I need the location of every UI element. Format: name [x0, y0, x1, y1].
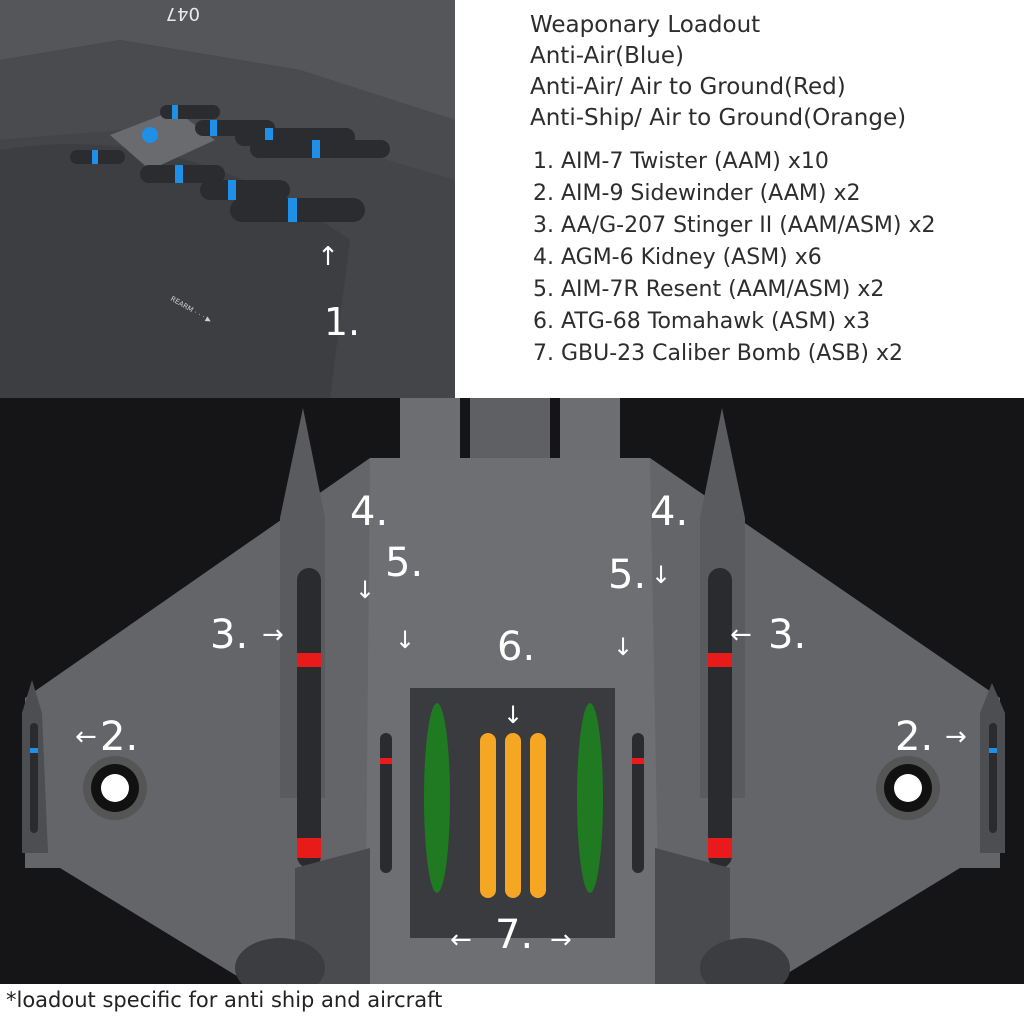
missile-stinger-right	[708, 568, 732, 868]
weapon-item: 7. GBU-23 Caliber Bomb (ASB) x2	[533, 341, 903, 366]
callout-3-right: 3.	[768, 612, 806, 658]
weapon-item: 1. AIM-7 Twister (AAM) x10	[533, 149, 829, 174]
tail-number: 047	[166, 3, 200, 24]
callout-2-left: 2.	[100, 714, 138, 760]
svg-text:↓: ↓	[651, 561, 671, 589]
callout-2-right: 2.	[895, 714, 933, 760]
svg-text:←: ←	[75, 722, 97, 752]
svg-text:←: ←	[450, 925, 472, 955]
missile-tomahawk	[480, 733, 496, 898]
svg-text:↑: ↑	[317, 242, 339, 272]
missile-tomahawk	[530, 733, 546, 898]
svg-text:↓: ↓	[355, 576, 375, 604]
svg-text:→: →	[262, 620, 284, 650]
missile-aim7r-left	[380, 733, 392, 873]
callout-3-left: 3.	[210, 612, 248, 658]
missile-aim9-right	[989, 723, 997, 833]
footnote: *loadout specific for anti ship and airc…	[6, 988, 443, 1012]
weapon-item: 6. ATG-68 Tomahawk (ASM) x3	[533, 309, 871, 334]
missile-aim9-left	[30, 723, 38, 833]
svg-text:↓: ↓	[503, 701, 523, 729]
svg-text:→: →	[550, 925, 572, 955]
loadout-panel: Weaponary Loadout Anti-Air(Blue) Anti-Ai…	[455, 0, 1024, 398]
missile-stinger-left	[297, 568, 321, 868]
weapon-list: 1. AIM-7 Twister (AAM) x10 2. AIM-9 Side…	[533, 146, 936, 370]
callout-7: 7.	[495, 912, 533, 958]
roundel-left	[83, 756, 147, 820]
legend-anti-air: Anti-Air(Blue)	[530, 43, 684, 69]
weapon-item: 3. AA/G-207 Stinger II (AAM/ASM) x2	[533, 213, 936, 238]
bomb-right	[577, 703, 603, 893]
callout-6: 6.	[497, 624, 535, 670]
legend-anti-ship: Anti-Ship/ Air to Ground(Orange)	[530, 105, 907, 131]
pylon	[110, 110, 215, 170]
svg-text:↓: ↓	[395, 626, 415, 654]
legend-anti-air-ground: Anti-Air/ Air to Ground(Red)	[530, 74, 846, 100]
pylon-light	[142, 127, 158, 143]
callout-5-left: 5.	[385, 540, 423, 586]
svg-text:↓: ↓	[613, 633, 633, 661]
weapon-item: 2. AIM-9 Sidewinder (AAM) x2	[533, 181, 861, 206]
legend-title: Weaponary Loadout	[530, 12, 761, 38]
weapon-item: 5. AIM-7R Resent (AAM/ASM) x2	[533, 277, 885, 302]
render-missile-rack: 047 REARM · · · ▶ ↑ 1.	[0, 0, 455, 398]
missile-tomahawk	[505, 733, 521, 898]
aircraft-illustration: ← 2. 2. → 3. → ← 3. 4. 4. 5. ↓ ↓ 5. ↓ ↓ …	[0, 398, 1024, 984]
missile-aim7r-right	[632, 733, 644, 873]
svg-text:→: →	[945, 722, 967, 752]
callout-4-right: 4.	[650, 489, 688, 535]
callout-1: 1.	[324, 300, 360, 344]
legend: Weaponary Loadout Anti-Air(Blue) Anti-Ai…	[530, 10, 906, 134]
roundel-right	[876, 756, 940, 820]
callout-4-left: 4.	[350, 489, 388, 535]
svg-text:←: ←	[730, 620, 752, 650]
rack-illustration: 047 REARM · · · ▶ ↑ 1.	[0, 0, 455, 398]
weapon-item: 4. AGM-6 Kidney (ASM) x6	[533, 245, 822, 270]
render-aircraft-underside: ← 2. 2. → 3. → ← 3. 4. 4. 5. ↓ ↓ 5. ↓ ↓ …	[0, 398, 1024, 984]
callout-5-right: 5.	[608, 552, 646, 598]
bomb-left	[424, 703, 450, 893]
missile-group	[70, 105, 390, 222]
